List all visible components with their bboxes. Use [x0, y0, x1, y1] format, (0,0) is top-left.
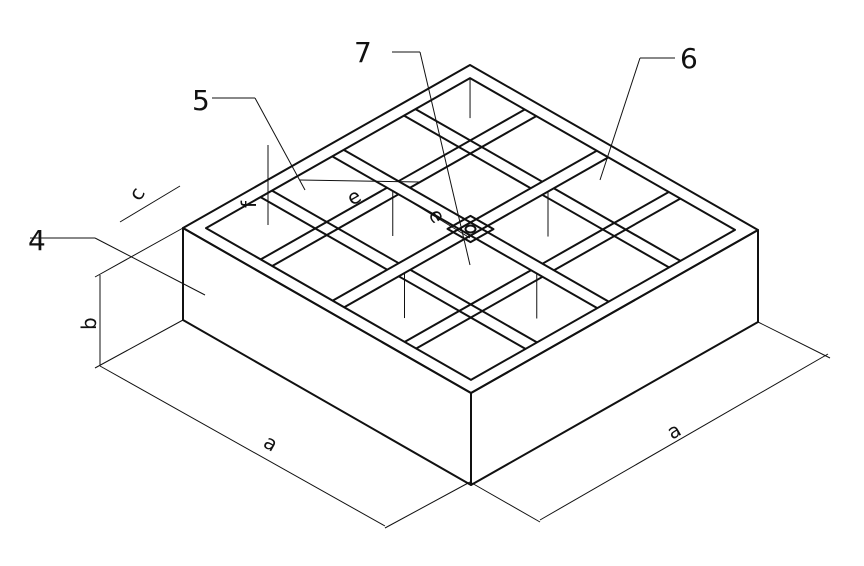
- post-hole: [464, 224, 477, 234]
- left-outer-face: [182, 227, 472, 486]
- quarter-wall-u: [403, 114, 532, 190]
- leader-6: [599, 57, 641, 181]
- leader-7: [419, 51, 471, 266]
- dim-line-e: [299, 179, 421, 183]
- quarter-wall-v: [271, 193, 400, 267]
- inner-opening: [205, 77, 736, 381]
- quarter-wall-v: [397, 108, 526, 183]
- dim-a-left: a: [260, 430, 283, 457]
- dim-line-a-left: [99, 365, 386, 527]
- callout-5: 5: [192, 84, 210, 117]
- center-wall-u-1: [331, 155, 598, 310]
- leader-5: [254, 97, 306, 191]
- dim-line-c: [119, 185, 181, 223]
- callout-4: 4: [28, 224, 46, 257]
- dim-line-a-right: [539, 353, 829, 521]
- ext-line: [469, 481, 541, 523]
- ext-line: [384, 481, 471, 529]
- center-wall-u-0: [343, 148, 610, 303]
- central-post: [446, 214, 495, 244]
- quarter-wall-v: [404, 269, 532, 343]
- quarter-wall-u: [553, 187, 681, 262]
- dim-c: c: [124, 183, 150, 205]
- quarter-wall-u: [271, 189, 400, 265]
- ext-line: [94, 227, 184, 278]
- center-wall-v-1: [343, 156, 609, 309]
- quarter-wall-u: [409, 268, 538, 344]
- top-rim: [182, 64, 759, 394]
- quarter-wall-u: [415, 108, 543, 183]
- quarter-wall-v: [260, 186, 388, 261]
- right-outer-face: [470, 229, 759, 486]
- dim-b: b: [77, 317, 101, 330]
- quarter-wall-v: [541, 191, 670, 265]
- callout-6: 6: [680, 42, 698, 75]
- grid-box-body: [182, 64, 759, 486]
- callout-7: 7: [354, 36, 372, 69]
- quarter-wall-v: [553, 197, 681, 272]
- ext-line: [94, 319, 184, 369]
- dim-line-e: [394, 191, 471, 239]
- dim-a-right: a: [663, 417, 686, 444]
- ext-line: [757, 321, 831, 359]
- quarter-wall-u: [541, 193, 670, 269]
- leader-4: [94, 237, 206, 296]
- quarter-wall-u: [260, 196, 388, 271]
- quarter-wall-v: [409, 115, 537, 189]
- dim-f: f: [237, 200, 261, 208]
- center-wall-v-0: [332, 149, 598, 302]
- quarter-wall-u: [398, 275, 526, 350]
- quarter-wall-v: [415, 275, 544, 350]
- dimension-lines: [30, 51, 831, 529]
- dim-e-1: e: [343, 183, 366, 210]
